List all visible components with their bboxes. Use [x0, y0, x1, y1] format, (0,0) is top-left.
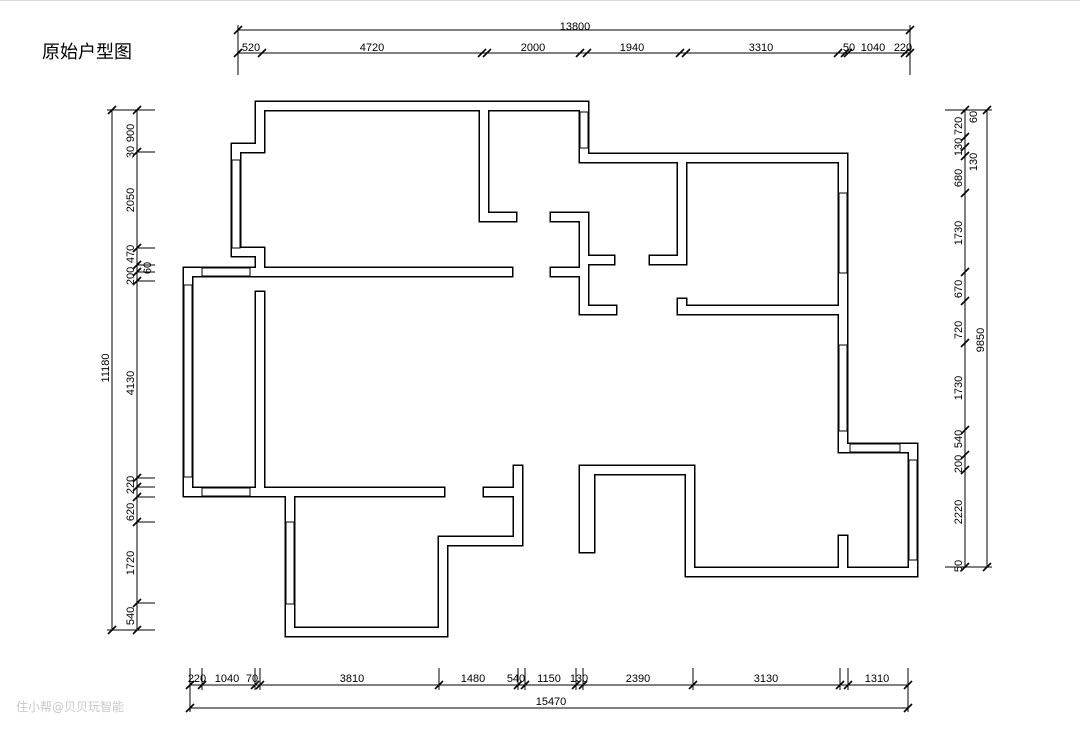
top-border [0, 0, 1080, 1]
dim-label: 130 [953, 138, 965, 156]
dim-label: 670 [953, 280, 965, 298]
dimension-right: 60 720 130 130 680 1730 670 720 1730 540… [945, 105, 992, 572]
window [183, 284, 193, 478]
dim-label: 3810 [340, 673, 364, 685]
dim-label: 2050 [125, 188, 137, 212]
dim-label: 520 [242, 42, 260, 54]
window [285, 521, 295, 605]
dimension-left: 30 900 2050 470 60 200 4130 220 620 1720… [100, 105, 155, 635]
dim-label: 1720 [125, 551, 137, 575]
dim-label: 720 [953, 321, 965, 339]
window [231, 159, 241, 249]
dimension-bottom: 220 1040 70 3810 1480 540 1150 130 2390 … [185, 668, 913, 713]
dim-label: 1480 [461, 673, 485, 685]
dim-label: 200 [125, 267, 137, 285]
dim-label: 1940 [620, 42, 644, 54]
dim-label: 220 [894, 42, 912, 54]
dim-label: 2390 [626, 673, 650, 685]
dim-label: 1730 [953, 376, 965, 400]
window [579, 111, 589, 149]
dim-label: 60 [142, 262, 154, 274]
dimension-top: 13800 520 4720 2000 1940 3310 50 1040 22… [233, 21, 915, 75]
window [849, 443, 901, 453]
dim-label: 3130 [754, 673, 778, 685]
dim-label: 50 [843, 42, 855, 54]
dim-label: 1310 [865, 673, 889, 685]
dim-left-total: 11180 [100, 354, 112, 383]
dim-label: 720 [953, 117, 965, 135]
dim-bottom-total: 15470 [536, 696, 567, 708]
dim-label: 900 [125, 124, 137, 142]
dim-label: 130 [570, 673, 588, 685]
dim-label: 1150 [537, 673, 561, 685]
window [201, 487, 251, 497]
dim-label: 130 [968, 153, 980, 171]
window [838, 192, 848, 274]
dim-label: 4130 [125, 371, 137, 395]
dim-label: 1040 [861, 42, 885, 54]
dim-label: 200 [953, 455, 965, 473]
dim-label: 1040 [215, 673, 239, 685]
dim-label: 540 [953, 430, 965, 448]
dim-label: 620 [125, 503, 137, 521]
dim-right-total: 9850 [975, 328, 987, 352]
dim-label: 2000 [521, 42, 545, 54]
dim-label: 220 [125, 476, 137, 494]
window [908, 459, 918, 561]
dim-top-total: 13800 [560, 21, 591, 33]
watermark: 住小帮@贝贝玩智能 [16, 700, 125, 714]
window [201, 267, 251, 277]
dim-label: 30 [125, 146, 137, 158]
dim-label: 60 [968, 111, 980, 123]
walls [182, 100, 919, 638]
windows [183, 111, 918, 605]
dim-label: 1730 [953, 221, 965, 245]
dim-label: 680 [953, 169, 965, 187]
drawing-title: 原始户型图 [42, 42, 132, 63]
dim-label: 3310 [749, 42, 773, 54]
dim-label: 4720 [360, 42, 384, 54]
dim-label: 470 [125, 245, 137, 263]
dim-label: 2220 [953, 500, 965, 524]
dim-label: 50 [953, 560, 965, 572]
dim-label: 540 [125, 607, 137, 625]
dim-label: 70 [246, 673, 258, 685]
dim-label: 220 [188, 673, 206, 685]
dim-label: 540 [507, 673, 525, 685]
window [838, 344, 848, 432]
